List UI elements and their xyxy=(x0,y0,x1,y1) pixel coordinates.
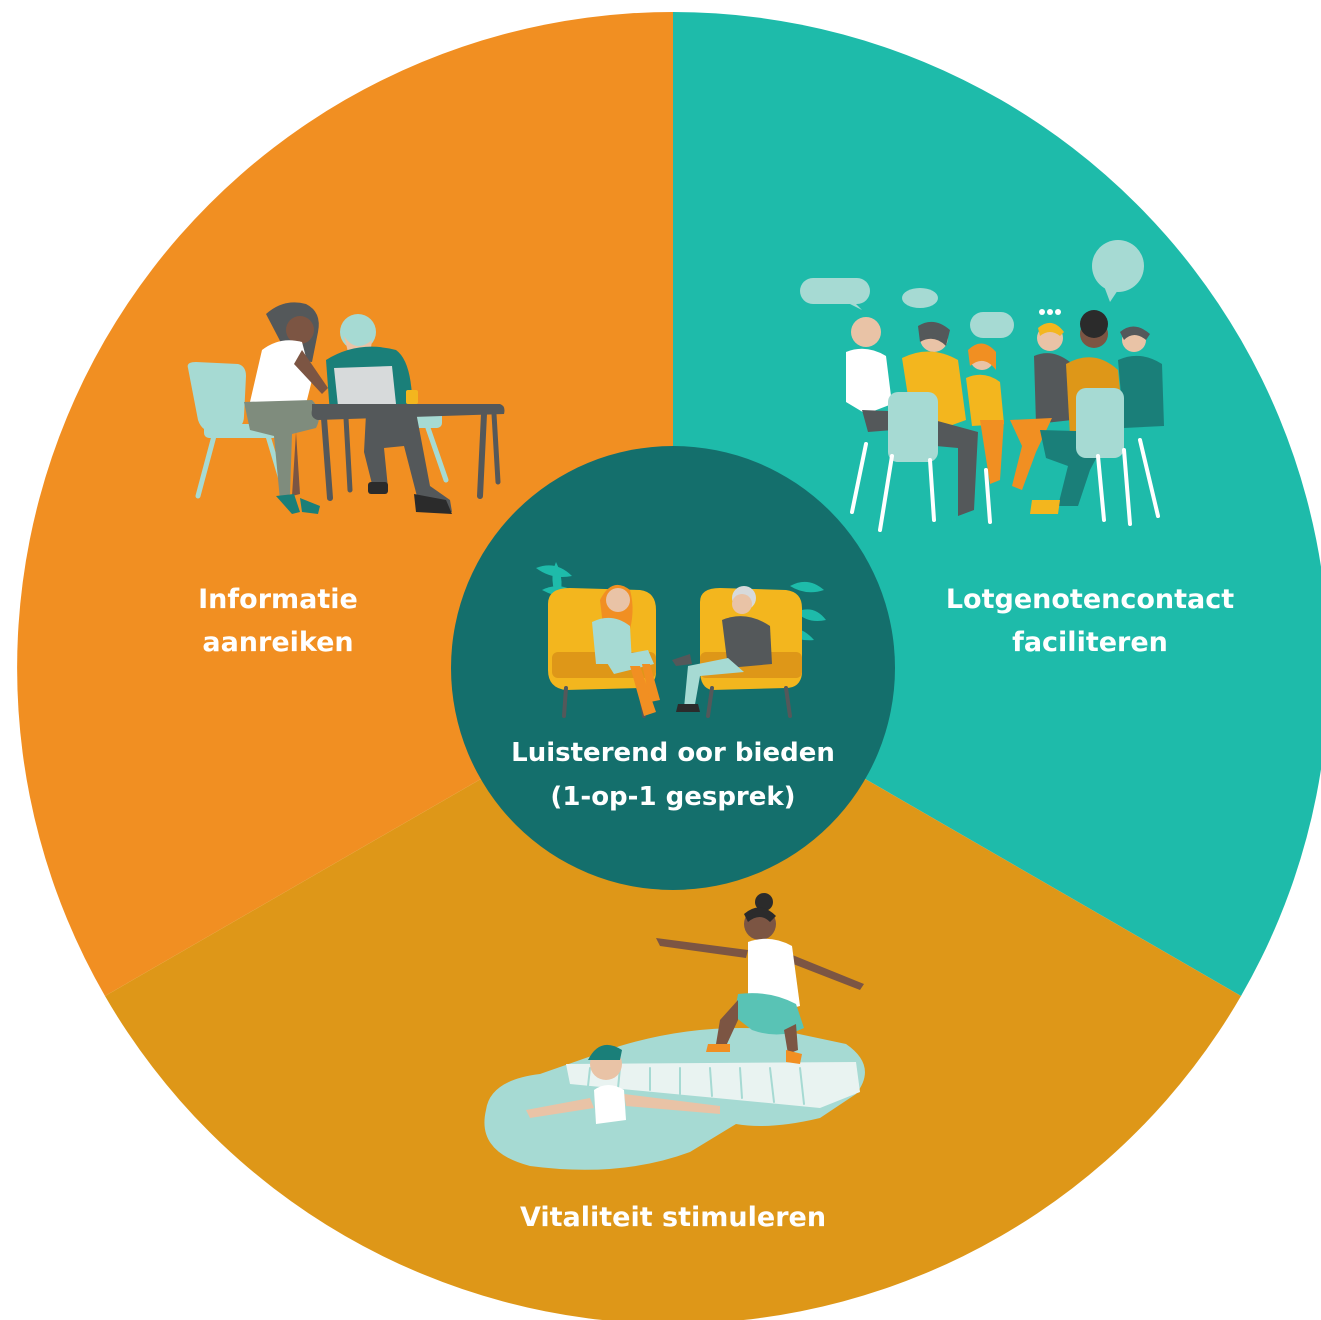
two-armchairs-conversation-illustration xyxy=(536,562,826,718)
segment-label-vitaliteit: Vitaliteit stimuleren xyxy=(520,1196,826,1239)
segment-label-line: aanreiken xyxy=(202,627,354,658)
swimming-pool-exercise-illustration xyxy=(484,893,865,1170)
segment-label-line: Informatie xyxy=(198,584,358,615)
segment-label-informatie: Informatie aanreiken xyxy=(198,578,358,664)
center-label: Luisterend oor bieden (1-op-1 gesprek) xyxy=(511,731,835,819)
segment-label-lotgenoten: Lotgenotencontact faciliteren xyxy=(946,578,1234,664)
segment-label-line: faciliteren xyxy=(1012,627,1168,658)
center-circle xyxy=(451,446,895,890)
center-label-line: (1-op-1 gesprek) xyxy=(550,782,796,812)
segment-label-line: Lotgenotencontact xyxy=(945,584,1235,615)
segment-vitaliteit xyxy=(105,668,1241,1320)
segment-label-line: Vitaliteit stimuleren xyxy=(519,1202,827,1233)
center-label-line: Luisterend oor bieden xyxy=(511,738,835,768)
two-people-laptop-table-illustration xyxy=(187,302,505,514)
group-conversation-circle-illustration xyxy=(800,240,1164,532)
